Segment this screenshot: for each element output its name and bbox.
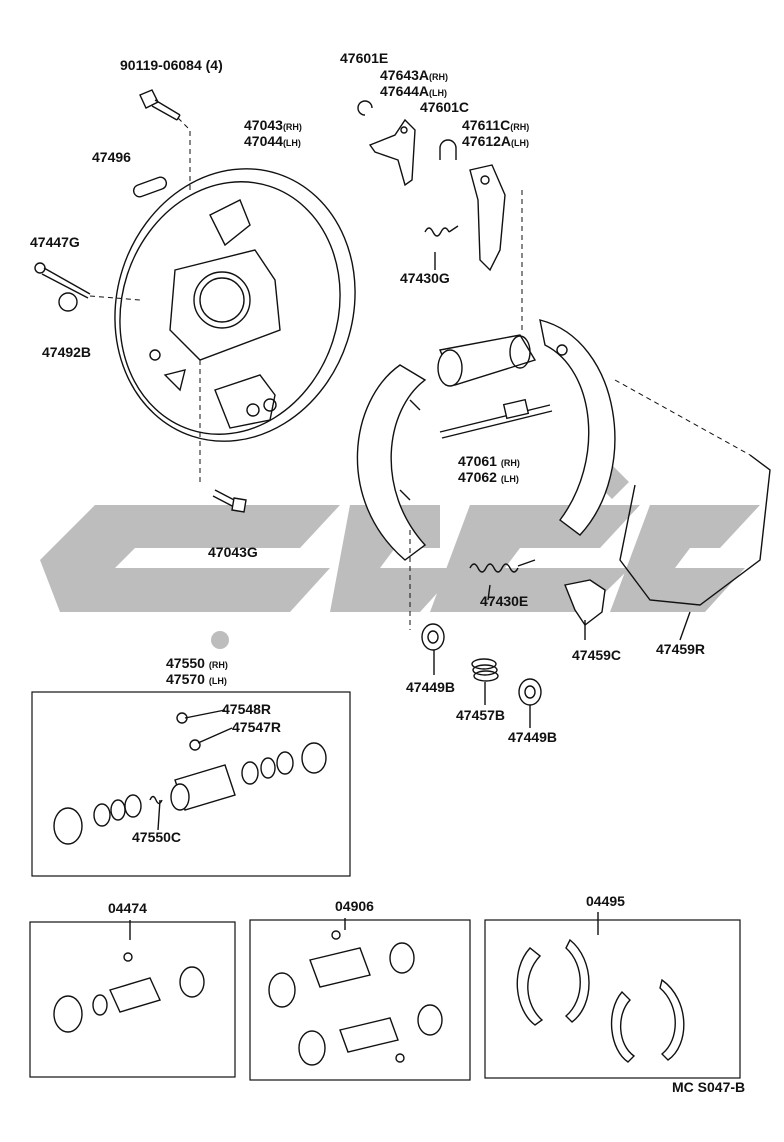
label-bolt: 90119-06084 (4)	[120, 57, 223, 73]
c-washer-e	[357, 100, 373, 116]
label-kit1: 04474	[108, 900, 147, 916]
bolt	[139, 89, 181, 121]
label-cyl-lh: 47570 (LH)	[166, 671, 227, 687]
label-c-washer-c: 47601C	[420, 99, 469, 115]
plug-part	[132, 176, 168, 198]
adjuster-lever	[469, 164, 506, 272]
cup-b1	[421, 623, 445, 651]
c-washer-c	[439, 139, 457, 160]
label-cup-b1: 47449B	[406, 679, 455, 695]
kit1-box	[29, 921, 236, 1078]
parking-lever	[368, 118, 416, 187]
cup-b2	[518, 678, 542, 706]
label-kit3: 04495	[586, 893, 625, 909]
label-plug-r: 47547R	[232, 719, 281, 735]
spring-e	[469, 559, 536, 573]
label-strut-rh: 47061 (RH)	[458, 453, 520, 469]
label-cup-b2: 47449B	[508, 729, 557, 745]
label-lever-rh: 47643A(RH)	[380, 67, 448, 83]
spring-b	[471, 658, 499, 682]
label-kit2: 04906	[335, 898, 374, 914]
label-lever2-lh: 47612A(LH)	[462, 133, 529, 149]
cylinder-assy-box	[31, 691, 351, 877]
brake-shoe-right	[539, 319, 616, 536]
spring-g	[424, 225, 459, 237]
label-bleeder-bolt: 47043G	[208, 544, 258, 560]
label-c-washer-e: 47601E	[340, 50, 388, 66]
kit3-parts	[516, 938, 685, 1063]
wheel-cylinder	[437, 334, 537, 387]
label-cap-r: 47548R	[222, 701, 271, 717]
diagram-code: MC S047-B	[672, 1079, 745, 1095]
label-spring-e: 47430E	[480, 593, 528, 609]
clip-part	[564, 579, 606, 627]
watermark-logo	[40, 465, 760, 649]
label-plug: 47496	[92, 149, 131, 165]
label-backing-plate-rh: 47043(RH)	[244, 117, 302, 133]
brake-shoe-left	[356, 364, 427, 561]
label-pin: 47447G	[30, 234, 80, 250]
kit2-parts	[268, 930, 443, 1066]
label-spring-b: 47457B	[456, 707, 505, 723]
parking-cable	[619, 454, 771, 606]
cylinder-assy-parts	[53, 712, 327, 845]
label-lever2-rh: 47611C(RH)	[462, 117, 529, 133]
kit2-box	[249, 919, 471, 1081]
kit3-box	[484, 919, 741, 1079]
backing-plate	[114, 168, 356, 442]
label-clip: 47459C	[572, 647, 621, 663]
label-strut-lh: 47062 (LH)	[458, 469, 519, 485]
label-spring-g: 47430G	[400, 270, 450, 286]
label-lever-lh: 47644A(LH)	[380, 83, 447, 99]
kit1-parts	[53, 952, 205, 1033]
label-cup: 47492B	[42, 344, 91, 360]
label-cable: 47459R	[656, 641, 705, 657]
pin-part	[34, 262, 91, 312]
bleeder-bolt	[212, 489, 247, 513]
label-cyl-rh: 47550 (RH)	[166, 655, 228, 671]
adjuster-strut	[439, 398, 553, 439]
label-spring-c: 47550C	[132, 829, 181, 845]
label-backing-plate-lh: 47044(LH)	[244, 133, 301, 149]
